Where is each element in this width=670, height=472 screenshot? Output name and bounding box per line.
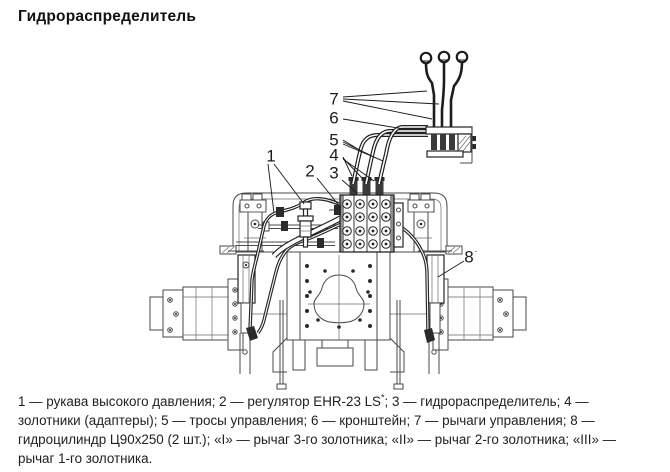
fender-housing <box>232 192 448 253</box>
figure-caption: 1 — рукава высокого давления; 2 — регуля… <box>18 392 654 468</box>
regulator-ehr23 <box>297 201 314 248</box>
gearbox-body <box>272 251 405 373</box>
callout-label-3: 3 <box>329 164 338 183</box>
callout-labels: 1 2 3 4 5 6 7 8 · <box>266 90 477 267</box>
callout-label-4: 4 <box>329 146 338 165</box>
control-cables <box>351 125 428 185</box>
caption-text-part2: ; 3 — гидрораспределитель; 4 — золотники… <box>18 394 617 466</box>
distributor-block <box>329 177 404 253</box>
callout-label-7: 7 <box>329 90 338 109</box>
caption-footnote-mark: * <box>381 392 385 403</box>
lever-bracket-assembly <box>419 50 476 164</box>
callout-leaders <box>267 90 465 278</box>
callout-label-2: 2 <box>305 162 314 181</box>
hydraulic-cylinders <box>219 245 463 390</box>
caption-text-part1: 1 — рукава высокого давления; 2 — регуля… <box>18 394 381 409</box>
callout-label-5: 5 <box>329 131 338 150</box>
callout-label-8-mark: · <box>475 246 478 256</box>
callout-label-1: 1 <box>266 147 275 166</box>
callout-label-8: 8 <box>464 248 473 267</box>
callout-label-6: 6 <box>329 109 338 128</box>
page-title: Гидрораспределитель <box>18 8 197 25</box>
